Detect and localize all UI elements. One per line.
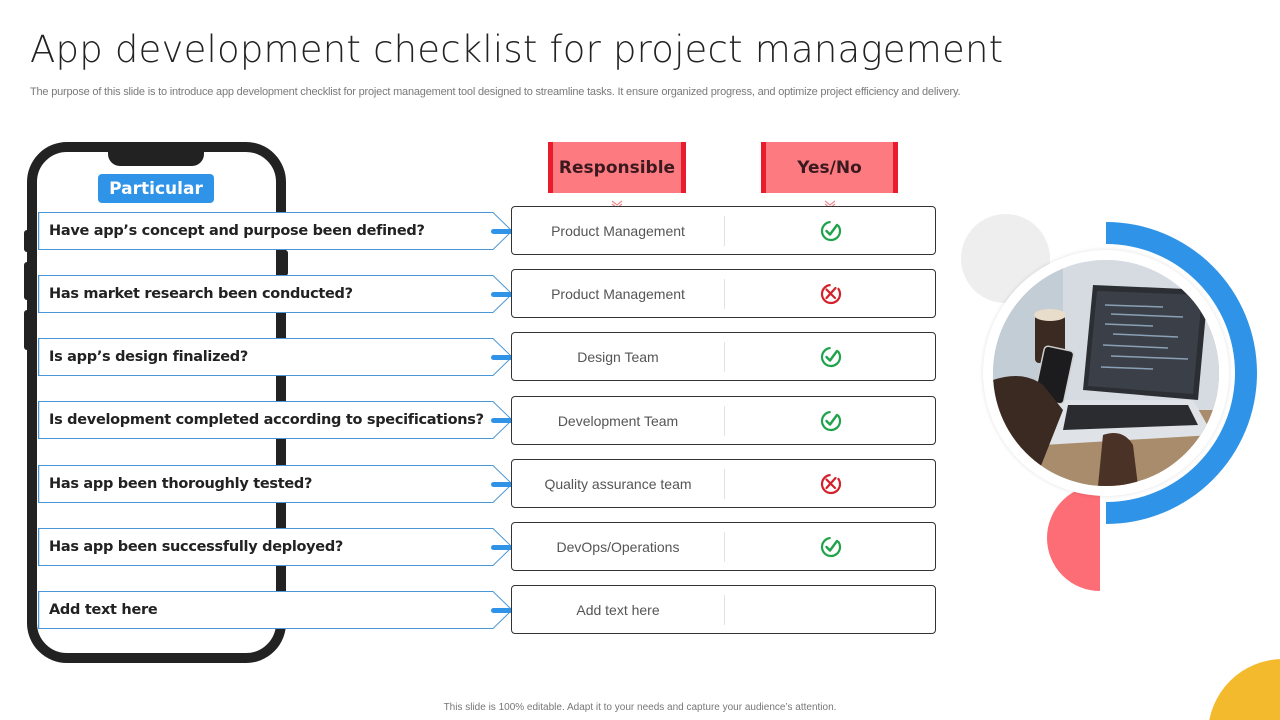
question-text: Has app been successfully deployed? [49,539,344,555]
cell-divider [724,406,725,436]
laptop-illustration [993,260,1219,486]
row-connector [491,608,513,613]
chevron-down-icon [824,200,836,208]
answer-row: Development Team [511,396,936,445]
row-connector [491,292,513,297]
row-connector [491,355,513,360]
decorative-blue-arc [1106,222,1257,524]
yes-no-header: Yes/No [761,142,898,193]
decorative-red-half-circle [1047,485,1100,591]
responsible-cell: DevOps/Operations [556,538,680,555]
answer-row: Add text here [511,585,936,634]
row-connector [491,229,513,234]
responsible-header: Responsible [548,142,686,193]
question-text: Has market research been conducted? [49,286,353,302]
question-arrow-shape [38,591,513,629]
check-circle-icon [820,536,842,558]
x-circle-icon [820,283,842,305]
phone-side-button [281,250,288,276]
question-arrow-shape [38,212,513,250]
answer-row: Product Management [511,269,936,318]
phone-side-button [24,230,30,252]
check-circle-icon [820,220,842,242]
answer-row: Design Team [511,332,936,381]
question-text: Has app been thoroughly tested? [49,476,313,492]
question-item: Has app been thoroughly tested? [38,465,513,503]
status-cell [725,460,937,507]
chevron-down-icon [611,200,623,208]
x-circle-icon [820,473,842,495]
cell-divider [724,532,725,562]
responsible-cell: Add text here [576,601,660,618]
row-connector [491,545,513,550]
particular-header: Particular [98,174,214,203]
question-text: Is app’s design finalized? [49,349,248,365]
status-cell [725,270,937,317]
question-arrow-shape [38,275,513,313]
footer-note: This slide is 100% editable. Adapt it to… [443,702,837,713]
row-connector [491,418,513,423]
responsible-cell: Design Team [577,348,659,365]
status-cell [725,586,937,633]
status-cell [725,207,937,254]
question-item: Is app’s design finalized? [38,338,513,376]
question-arrow-shape [38,338,513,376]
cell-divider [724,342,725,372]
question-item: Have app’s concept and purpose been defi… [38,212,513,250]
question-item: Has market research been conducted? [38,275,513,313]
responsible-header-label: Responsible [558,157,676,178]
responsible-cell: Product Management [551,285,685,302]
status-cell [725,397,937,444]
status-cell [725,333,937,380]
phone-side-button [24,262,30,300]
question-item: Is development completed according to sp… [38,401,513,439]
check-circle-icon [820,410,842,432]
question-arrow-shape [38,465,513,503]
cell-divider [724,279,725,309]
slide-title: App development checklist for project ma… [30,28,1004,71]
status-cell [725,523,937,570]
developer-laptop-photo [993,260,1219,486]
question-text: Have app’s concept and purpose been defi… [49,223,425,239]
answer-row: Quality assurance team [511,459,936,508]
responsible-cell: Quality assurance team [544,475,692,492]
question-text: Add text here [49,602,158,618]
answer-row: DevOps/Operations [511,522,936,571]
yes-no-header-label: Yes/No [797,157,862,178]
slide-subtitle: The purpose of this slide is to introduc… [30,86,961,98]
phone-side-button [24,310,30,350]
responsible-cell: Product Management [551,222,685,239]
check-circle-icon [820,346,842,368]
row-connector [491,482,513,487]
cell-divider [724,595,725,625]
question-item: Add text here [38,591,513,629]
question-arrow-shape [38,401,513,439]
question-arrow-shape [38,528,513,566]
question-item: Has app been successfully deployed? [38,528,513,566]
cell-divider [724,216,725,246]
answer-row: Product Management [511,206,936,255]
responsible-cell: Development Team [557,412,679,429]
phone-notch [108,142,204,166]
question-text: Is development completed according to sp… [49,412,484,428]
cell-divider [724,469,725,499]
